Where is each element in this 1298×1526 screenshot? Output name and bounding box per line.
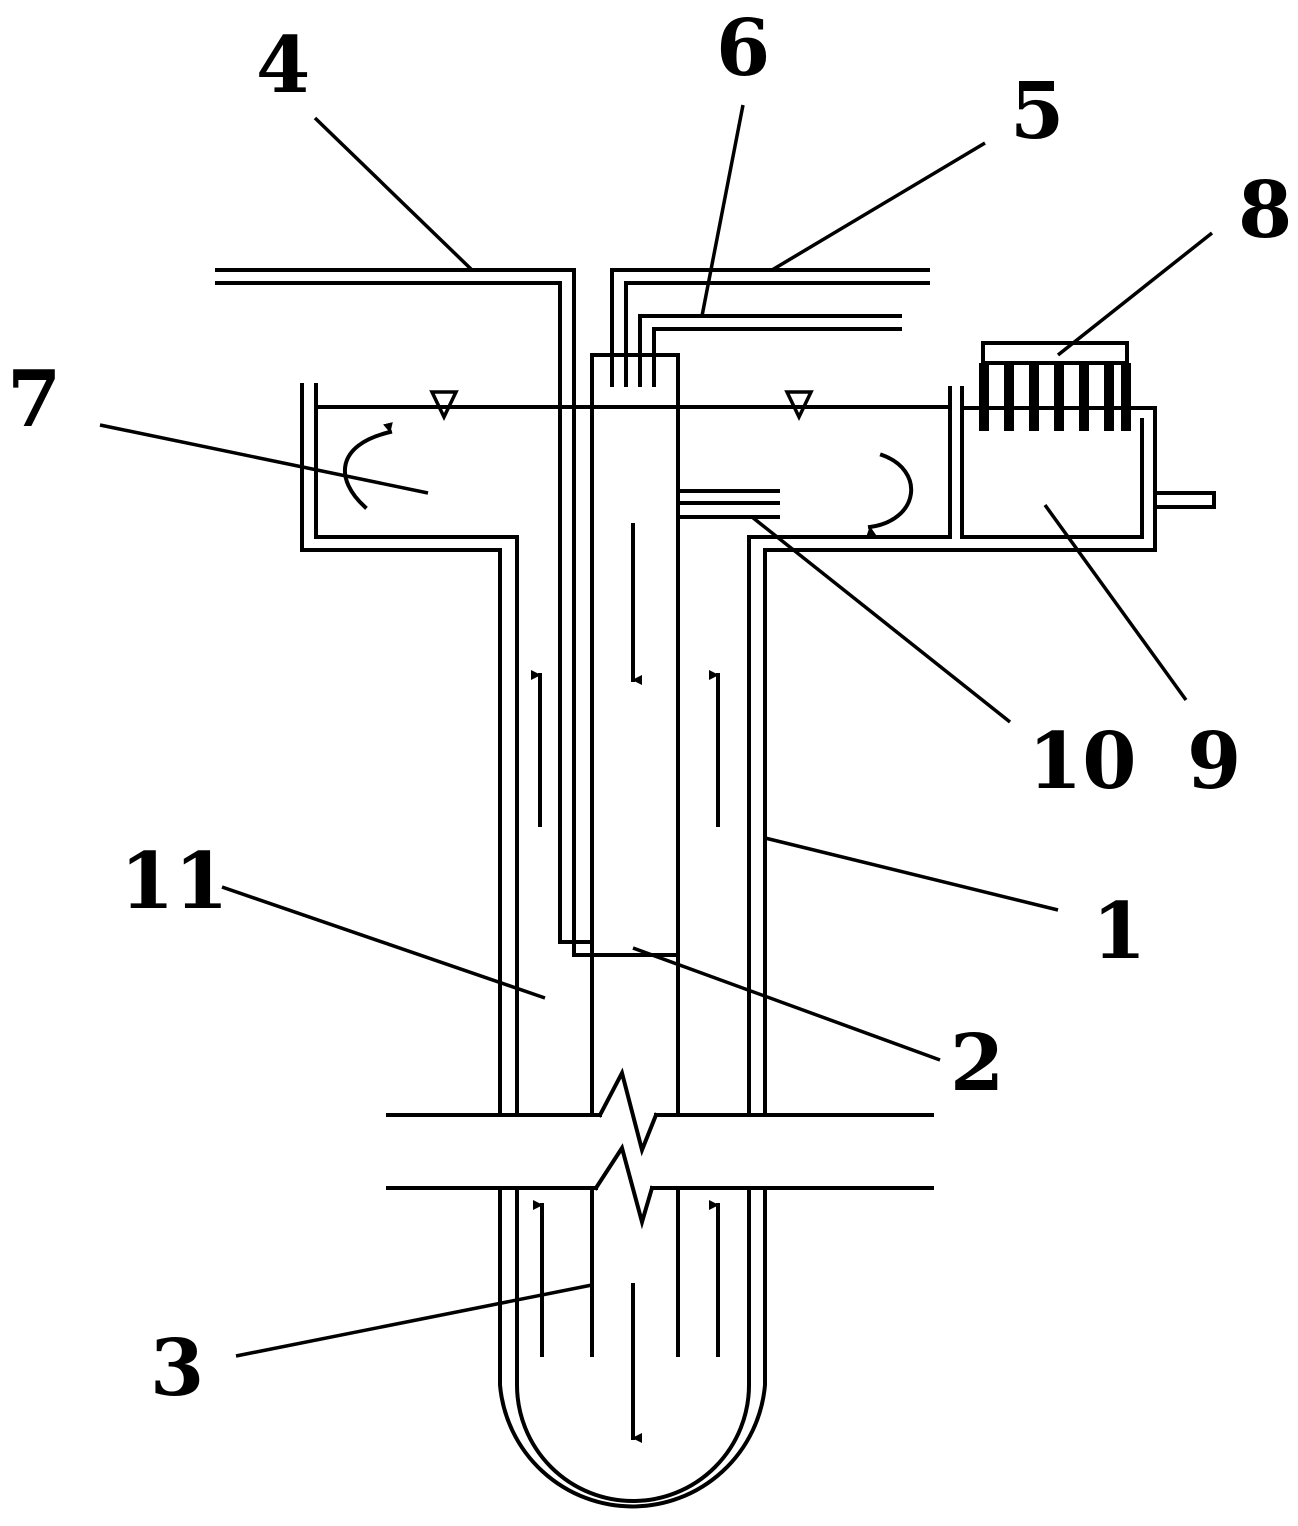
well-bottom-inner	[515, 1186, 751, 1503]
leader-5	[771, 141, 986, 272]
leader-11	[221, 885, 546, 1000]
label-1: 1	[1092, 886, 1146, 977]
tank-inner-right	[747, 386, 952, 1117]
well-bottom-outer	[498, 1186, 767, 1509]
leader-4	[313, 116, 474, 272]
label-4: 4	[256, 20, 310, 111]
label-10: 10	[1028, 716, 1137, 807]
tank-outer-left	[300, 383, 502, 1117]
tank-outer-right	[763, 406, 1157, 1117]
rack-tooth-3	[1029, 363, 1039, 431]
leader-1	[764, 836, 1059, 912]
curved-arrow-left	[342, 422, 393, 510]
rack-tooth-6	[1104, 363, 1114, 431]
break-band	[386, 1067, 934, 1230]
leader-9	[1043, 503, 1188, 702]
break-zigzag-upper	[597, 1067, 659, 1157]
water-level-marker-left	[429, 390, 459, 422]
leader-2	[632, 946, 941, 1062]
pipe-5-outer	[610, 268, 930, 387]
pipe-6-outer	[638, 314, 902, 387]
tank-inner-left	[314, 383, 519, 1117]
leader-3	[235, 1283, 593, 1358]
label-7: 7	[7, 354, 61, 445]
top-tank	[300, 383, 1157, 1117]
labels: 4 6 5 8 7 10 9 1 11 2 3	[7, 3, 1292, 1414]
pipe-4-inner	[215, 281, 594, 944]
flow-arrows	[342, 422, 914, 1443]
water-level-marker-right	[784, 390, 814, 422]
pipe-4-outer	[215, 268, 680, 957]
label-3: 3	[150, 1323, 204, 1414]
leader-10	[750, 515, 1012, 724]
rack-tooth-7	[1121, 363, 1131, 431]
rack-top-bar	[981, 341, 1129, 365]
central-downcomer	[590, 353, 680, 1357]
break-zigzag-lower	[593, 1143, 655, 1230]
curved-arrow-right	[866, 452, 914, 537]
pipe-5-inner	[624, 281, 930, 387]
label-8: 8	[1238, 165, 1292, 256]
rack-tooth-1	[979, 363, 989, 431]
leader-7	[99, 423, 429, 495]
rack-tooth-5	[1079, 363, 1089, 431]
label-2: 2	[950, 1018, 1004, 1109]
leader-6	[700, 104, 745, 317]
leader-lines	[99, 104, 1214, 1358]
leader-8	[1056, 231, 1214, 357]
rack-tooth-4	[1054, 363, 1064, 431]
label-6: 6	[716, 3, 770, 94]
component-8-rack	[979, 341, 1131, 431]
downcomer-top	[590, 353, 680, 1117]
rack-tooth-2	[1004, 363, 1014, 431]
pipe-6-inner	[652, 327, 902, 387]
component-10-plates	[676, 489, 780, 519]
label-5: 5	[1010, 66, 1064, 157]
outlet-pipe	[1153, 491, 1216, 509]
label-11: 11	[120, 836, 229, 927]
label-9: 9	[1187, 716, 1241, 807]
